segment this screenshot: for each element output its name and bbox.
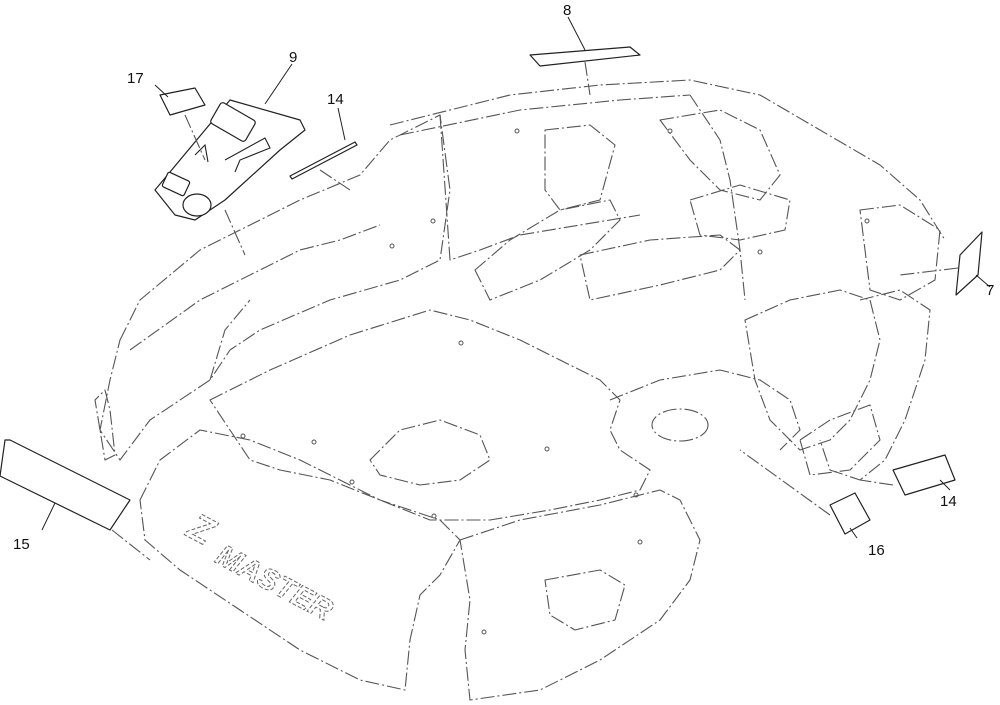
decal-16 [829,492,871,535]
logo-wordmark: MASTER [211,539,339,628]
logo-z-mark: Z [180,505,223,554]
decal-7 [955,231,983,296]
callout-7: 7 [986,282,994,299]
callout-14-right: 14 [940,493,957,510]
decal-8 [529,46,641,67]
callout-17: 17 [127,70,144,87]
callout-16: 16 [868,542,885,559]
callout-14-top: 14 [327,91,344,108]
zmaster-logo: Z MASTER [179,505,339,628]
decal-9-control-panel [154,99,306,221]
leader-lines [41,16,991,561]
decal-14-strip [289,141,358,180]
decal-17 [159,87,206,116]
chassis-frame [94,79,946,701]
callout-8: 8 [563,2,571,19]
decal-14-right [892,454,956,496]
callout-9: 9 [289,49,297,66]
decal-15 [0,439,131,531]
callout-15: 15 [13,536,30,553]
callout-labels: 8 9 17 14 7 15 16 14 [13,2,994,559]
